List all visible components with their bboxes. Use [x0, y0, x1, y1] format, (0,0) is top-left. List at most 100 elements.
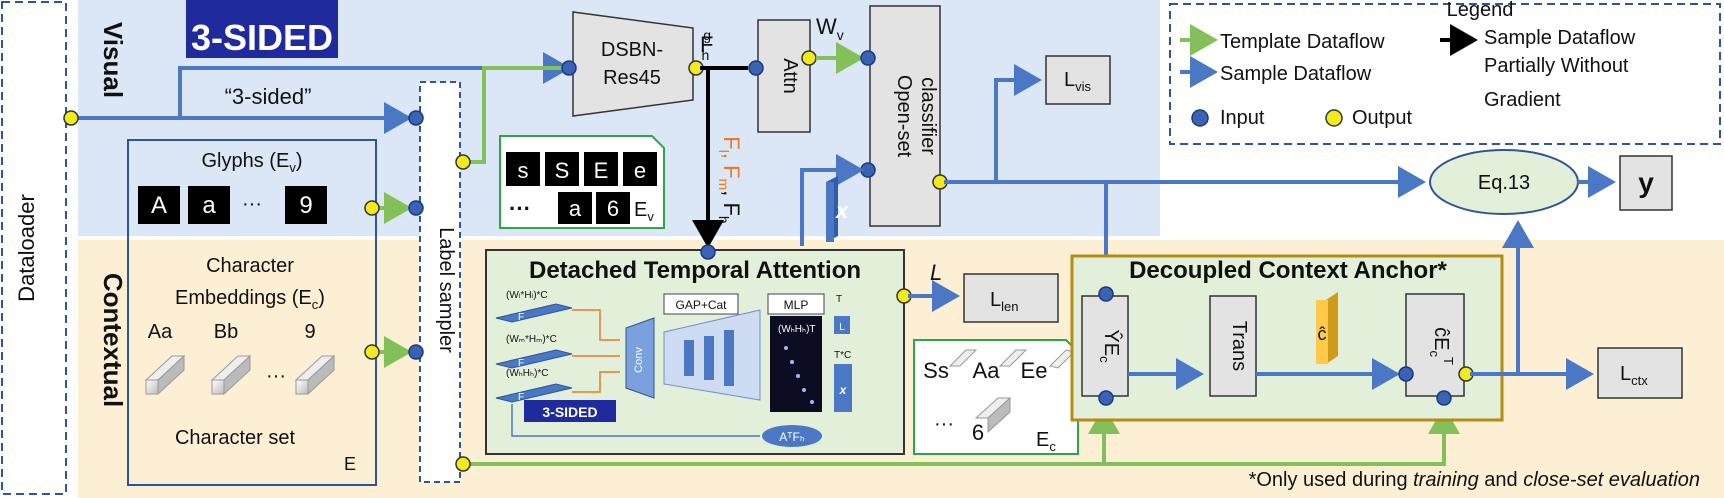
trans-label: Trans	[1228, 321, 1250, 371]
dta-internals: (Wₗ*Hₗ)*C F (Wₘ*Hₘ)*C F (WₕHₕ)*C F Conv …	[495, 290, 852, 447]
dataloader-box	[1, 1, 67, 495]
svg-text:E: E	[594, 158, 609, 183]
length-label: L	[930, 260, 942, 285]
svg-text:Aa: Aa	[973, 358, 1001, 383]
svg-text:F: F	[518, 358, 524, 369]
embedding-label: Aa	[148, 321, 173, 343]
svg-text:(Wₗ*Hₗ)*C: (Wₗ*Hₗ)*C	[506, 290, 548, 301]
svg-text:9: 9	[299, 192, 312, 219]
template-flow-to-dsbn	[460, 66, 565, 164]
lvis-box	[1045, 55, 1111, 105]
embedding-cube	[144, 354, 186, 396]
legend-title: Legend	[1447, 0, 1514, 21]
svg-text:6: 6	[972, 420, 984, 445]
glyphs-title: Glyphs (Ev)	[202, 150, 303, 175]
char-embeddings-title-line1: Character	[206, 255, 294, 277]
svg-text:(WₕHₕ)T: (WₕHₕ)T	[778, 324, 816, 335]
context-anchor-token: ĉ	[1316, 292, 1338, 364]
footnote: *Only used during training and close-set…	[1249, 469, 1700, 491]
legend-box	[1169, 3, 1721, 145]
svg-text:AᵀFₕ: AᵀFₕ	[779, 430, 805, 444]
visual-section-label: Visual	[98, 22, 128, 98]
svg-text:L: L	[839, 322, 845, 333]
svg-text:6: 6	[607, 196, 619, 221]
multiscale-features-label: Fl, Fm, Fh	[716, 136, 744, 223]
llen-box	[963, 273, 1059, 323]
y-output-label: y	[1638, 167, 1654, 198]
svg-text:Ev: Ev	[634, 199, 654, 224]
svg-text:T*C: T*C	[834, 350, 851, 361]
input-port	[1098, 390, 1114, 406]
svg-text:F: F	[518, 392, 524, 403]
sample-flow-lvis	[994, 64, 1042, 182]
llen-label: Llen	[990, 289, 1018, 314]
svg-text:T: T	[836, 294, 842, 305]
legend-input-label: Input	[1220, 107, 1265, 129]
dca-right-label: ĉEcT	[1427, 327, 1456, 365]
y-output-box	[1619, 155, 1673, 211]
dca-left-block	[1081, 295, 1129, 397]
fhg-label: Fhg	[700, 27, 713, 63]
input-port	[748, 60, 764, 76]
lvis-label: Lvis	[1064, 69, 1092, 94]
svg-text:3-SIDED: 3-SIDED	[542, 404, 597, 420]
svg-text:x: x	[839, 383, 848, 397]
input-port	[408, 344, 424, 360]
classifier-line1: Open-set	[893, 75, 915, 158]
output-port	[364, 344, 380, 360]
text-label-quote: “3-sided”	[225, 84, 312, 109]
legend-gradless-line1: Sample Dataflow	[1484, 27, 1636, 49]
svg-text:···: ···	[934, 413, 954, 435]
input-port	[561, 60, 577, 76]
embedding-label: 9	[304, 321, 315, 343]
classifier-line2: classifier	[917, 77, 939, 155]
label-sampler-box	[419, 81, 461, 483]
contextual-section-label: Contextual	[98, 273, 128, 407]
sampled-glyphs-box: s S E e ··· a 6 Ev	[499, 135, 665, 229]
svg-text:ĉ: ĉ	[1318, 324, 1327, 344]
template-flow-to-dca-right	[1104, 406, 1460, 466]
input-port	[408, 110, 424, 126]
input-port	[408, 200, 424, 216]
svg-text:MLP: MLP	[784, 298, 809, 312]
input-port	[860, 50, 876, 66]
character-set-box	[127, 139, 377, 486]
legend-input-dot	[1191, 109, 1209, 127]
svg-text:s: s	[518, 158, 529, 183]
wv-label: Wv	[816, 14, 844, 43]
output-port	[455, 456, 471, 472]
x-feature-block: x	[826, 176, 849, 242]
dsbn-res45-block: DSBN- Res45	[572, 11, 694, 117]
svg-text:Ee: Ee	[1021, 358, 1048, 383]
svg-text:a: a	[569, 196, 582, 221]
output-port	[63, 110, 79, 126]
svg-text:···: ···	[509, 196, 531, 221]
dataloader-label: Dataloader	[14, 194, 39, 302]
svg-text:x: x	[835, 198, 849, 223]
svg-text:e: e	[634, 158, 646, 183]
svg-text:S: S	[555, 158, 570, 183]
attn-block	[757, 19, 811, 133]
legend-gradless-line3: Gradient	[1484, 89, 1561, 111]
input-port	[860, 162, 876, 178]
svg-text:A: A	[151, 192, 167, 219]
label-sampler-label: Label sampler	[435, 227, 457, 353]
output-port	[364, 200, 380, 216]
svg-text:a: a	[202, 192, 216, 219]
glyph-tile: A	[138, 186, 180, 224]
glyph-tile: 9	[285, 186, 327, 224]
legend-sample-label: Sample Dataflow	[1220, 63, 1372, 85]
attn-label: Attn	[779, 58, 801, 94]
char-embeddings-title-line2: Embeddings (Ec)	[175, 287, 325, 312]
legend-output-dot	[1325, 109, 1343, 127]
sampled-embeddings-box: Ss Aa Ee ··· 6 Ec	[913, 339, 1079, 455]
legend-gradless-line2: Partially Without	[1484, 55, 1629, 77]
svg-text:Ec: Ec	[1036, 429, 1056, 454]
input-port	[700, 244, 716, 260]
dca-left-label: ŶEc	[1097, 329, 1123, 363]
output-port	[455, 154, 471, 170]
glyph-tile: a	[188, 186, 230, 224]
char-set-label: Character set	[175, 427, 295, 449]
svg-text:Res45: Res45	[603, 67, 661, 89]
